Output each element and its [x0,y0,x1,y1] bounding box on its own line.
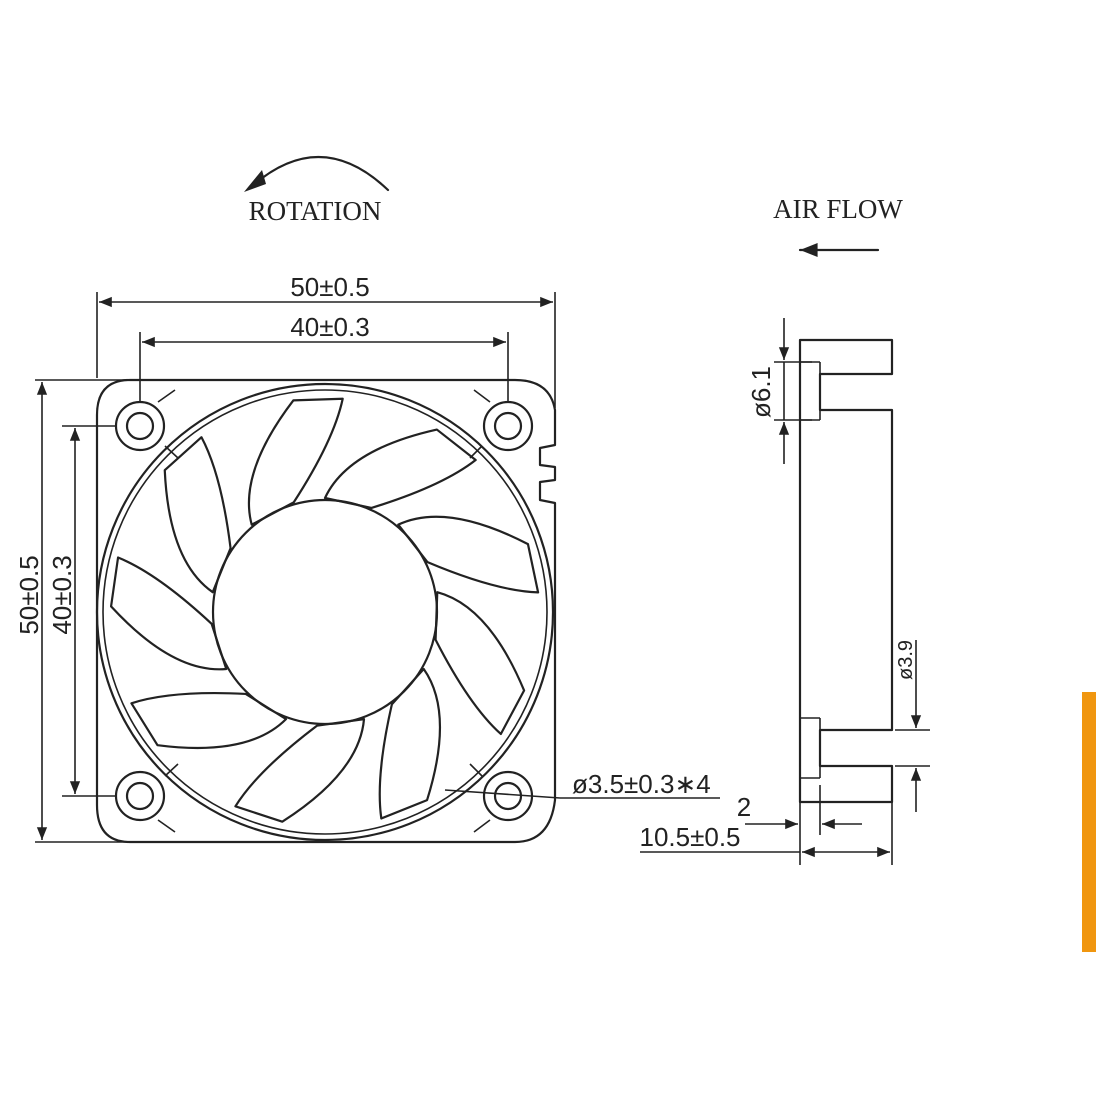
fan-blades [109,397,540,823]
airflow-indicator: AIR FLOW [773,194,903,258]
dim-outer-width: 50±0.5 [290,272,369,302]
fan-side-view [798,338,894,804]
dim-flange: 2 [737,792,751,822]
mount-hole-top-right [482,400,534,452]
dim-hole-height: 40±0.3 [47,555,77,634]
fan-blade [378,667,442,820]
dim-leader-holes [444,789,561,799]
dim-bottom-diameter: ø3.9 [895,640,917,680]
fan-blade [109,556,228,671]
dim-holes: ø3.5±0.3∗4 [572,769,711,799]
dim-outer-height: 50±0.5 [14,555,44,634]
rotation-indicator: ROTATION [244,155,390,226]
airflow-label: AIR FLOW [773,194,903,224]
rotation-arrowhead [244,170,266,192]
fan-blade [434,591,526,736]
fan-blade [234,718,366,823]
dim-hole-width: 40±0.3 [290,312,369,342]
rotation-label: ROTATION [249,196,382,226]
fan-shroud-outer [95,382,555,842]
fan-blade [247,397,344,526]
dim-top-diameter: ø6.1 [746,366,776,418]
fan-shroud-inner [102,389,548,835]
accent-bar [1082,692,1096,952]
fan-front-view [95,378,557,844]
dim-thickness: 10.5±0.5 [639,822,740,852]
fan-frame [95,378,557,844]
front-dimensions: 50±0.5 40±0.3 50±0.5 40±0.3 ø3.5±0.3∗4 [14,272,720,843]
side-profile [798,338,894,804]
fan-blade [323,428,477,510]
mount-hole-top-left [114,400,166,452]
fan-blade [163,436,232,594]
fan-blade [397,515,540,594]
rotation-arrow [248,155,390,192]
fan-blade [130,692,288,750]
mount-hole-bottom-left [114,770,166,822]
side-dimensions: ø6.1 ø3.9 2 10.5±0.5 [639,318,930,865]
